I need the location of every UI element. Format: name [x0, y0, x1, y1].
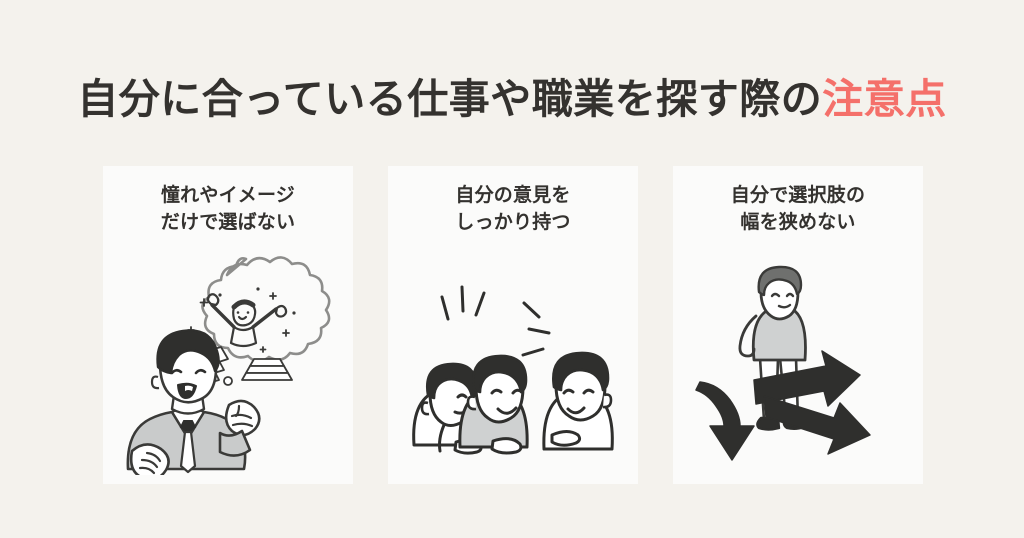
card-item: 憧れやイメージ だけで選ばない — [103, 166, 353, 484]
three-people-talking-illustration — [388, 252, 638, 478]
card-title-line1: 自分の意見を — [455, 184, 571, 206]
businessman-daydreaming-of-money-illustration — [103, 252, 353, 478]
card-item: 自分で選択肢の 幅を狭めない — [673, 166, 923, 484]
card-title-line1: 憧れやイメージ — [160, 184, 296, 206]
card-title-line2: だけで選ばない — [160, 210, 296, 233]
page-title-accent: 注意点 — [822, 75, 947, 124]
card-title-line2: 幅を狭めない — [740, 210, 856, 233]
card-title: 自分で選択肢の 幅を狭めない — [731, 182, 865, 236]
person-at-branching-arrows-illustration — [673, 252, 923, 478]
card-title: 自分の意見を しっかり持つ — [455, 182, 570, 236]
card-title-line2: しっかり持つ — [455, 210, 571, 233]
page-title-lead: 自分に合っている仕事や職業を探す際の — [77, 75, 823, 124]
card-title-line1: 自分で選択肢の — [730, 184, 866, 206]
card-list: 憧れやイメージ だけで選ばない — [103, 166, 923, 484]
page-title-text: 自分に合っている仕事や職業を探す際の注意点 — [77, 77, 946, 122]
page-title: 自分に合っている仕事や職業を探す際の注意点 — [0, 50, 1024, 150]
card-title: 憧れやイメージ だけで選ばない — [161, 182, 295, 236]
card-item: 自分の意見を しっかり持つ — [388, 166, 638, 484]
